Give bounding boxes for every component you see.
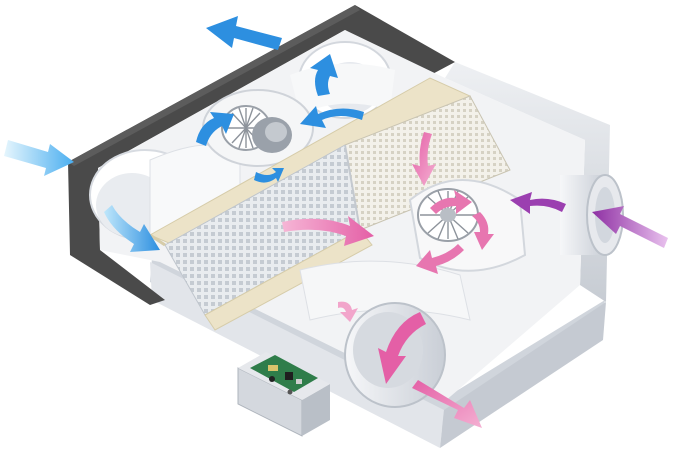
blue-airflow-arrow-icon — [206, 16, 282, 50]
fresh-air-flow — [4, 16, 364, 252]
casing-insulation-top-edge — [68, 5, 360, 166]
blue-airflow-arrow-icon — [196, 112, 234, 146]
pink-airflow-arrow-icon — [430, 190, 472, 214]
blue-airflow-arrow-icon — [254, 168, 284, 183]
pink-airflow-arrow-icon — [416, 244, 464, 274]
pink-airflow-arrow-icon — [378, 312, 426, 384]
pink-airflow-arrow-icon — [412, 132, 436, 186]
purple-airflow-arrow-icon — [510, 192, 566, 214]
blue-airflow-arrow-icon — [310, 54, 338, 96]
exhaust-air-flow — [282, 132, 668, 428]
blue-airflow-arrow-icon — [104, 205, 160, 252]
supply-blower — [202, 89, 314, 167]
casing-right-wall — [440, 302, 606, 448]
pink-airflow-arrow-icon — [472, 212, 494, 250]
exchanger-front-edge — [204, 229, 373, 331]
blue-airflow-arrow-icon — [300, 106, 364, 128]
control-box-side — [302, 384, 330, 436]
control-box — [237, 352, 330, 437]
pink-airflow-arrow-icon — [412, 380, 482, 428]
casing-insulation-back — [68, 5, 455, 305]
purple-airflow-arrow-icon — [592, 206, 668, 248]
blue-airflow-arrow-icon — [4, 140, 74, 176]
casing-side-wall-right — [445, 62, 610, 302]
pink-airflow-arrow-icon — [282, 216, 374, 246]
pink-airflow-arrow-icon — [338, 301, 358, 322]
